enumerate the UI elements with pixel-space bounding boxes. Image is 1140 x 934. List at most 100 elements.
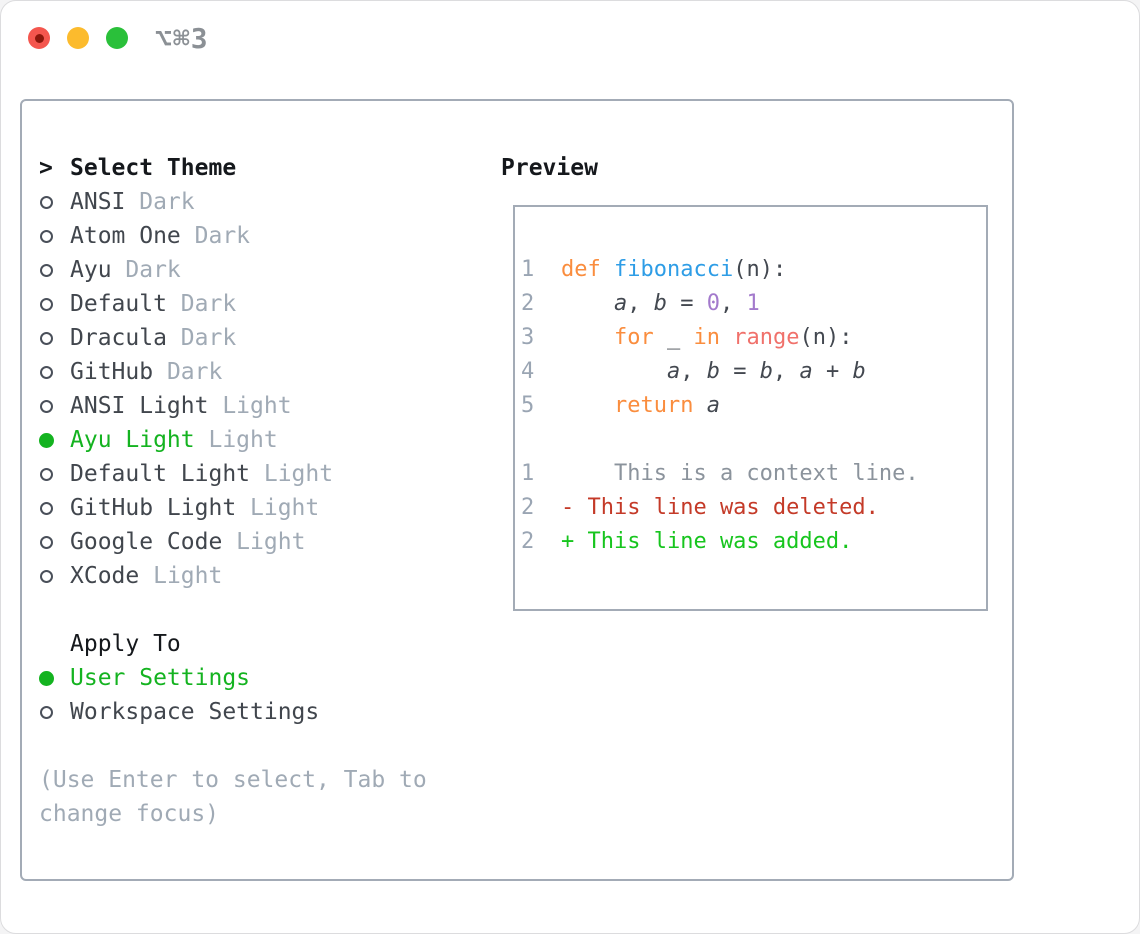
option-label: Dracula (70, 325, 167, 351)
code-token-plain: , (627, 291, 654, 316)
line-number: 3 (521, 325, 535, 350)
zoom-button[interactable] (106, 27, 128, 49)
code-token-plain: + (812, 359, 853, 384)
line-number: 2 (521, 291, 535, 316)
theme-option-dracula[interactable]: Dracula Dark (39, 321, 427, 355)
code-token-added: + This line was added. (561, 529, 853, 554)
code-token-plain (561, 461, 614, 486)
radio-circle (40, 569, 53, 583)
hint-line: (Use Enter to select, Tab to (39, 767, 427, 793)
option-label: GitHub (70, 359, 154, 385)
code-token-constant: 1 (746, 291, 760, 316)
radio-circle (40, 535, 53, 549)
code-token-variable: a (706, 393, 720, 418)
radio-icon (39, 229, 54, 244)
spacer (39, 729, 427, 763)
apply-option-user-settings[interactable]: User Settings (39, 661, 427, 695)
theme-option-github-light[interactable]: GitHub Light Light (39, 491, 427, 525)
radio-icon (39, 365, 54, 380)
code-line: 2- This line was deleted. (521, 491, 986, 525)
code-token-variable: a (613, 291, 628, 316)
code-line: 4 a, b = b, a + b (521, 355, 986, 389)
radio-circle (40, 195, 53, 209)
theme-option-ansi-light[interactable]: ANSI Light Light (39, 389, 427, 423)
code-token-context: This is a context line. (613, 461, 919, 486)
code-token-deleted: - This line was deleted. (561, 495, 879, 520)
option-label: ANSI (70, 189, 126, 215)
code-token-plain (720, 325, 733, 350)
radio-circle (40, 331, 53, 345)
code-token-variable: b (759, 359, 773, 384)
theme-option-ayu[interactable]: Ayu Dark (39, 253, 427, 287)
option-label: Google Code (70, 529, 223, 555)
code-token-keyword: def (561, 257, 601, 282)
radio-icon (39, 535, 54, 550)
code-line (521, 423, 986, 457)
code-token-plain: (n): (733, 257, 787, 282)
traffic-lights (28, 27, 128, 49)
theme-option-ansi[interactable]: ANSI Dark (39, 185, 427, 219)
code-token-variable: b (706, 359, 720, 384)
radio-circle (39, 432, 54, 448)
theme-option-atom-one[interactable]: Atom One Dark (39, 219, 427, 253)
radio-icon (39, 467, 54, 482)
code-token-plain (561, 291, 614, 316)
radio-circle (40, 263, 53, 277)
theme-option-google-code[interactable]: Google Code Light (39, 525, 427, 559)
radio-circle (40, 297, 53, 311)
spacer (39, 593, 427, 627)
code-token-plain (561, 325, 614, 350)
code-line: 1 This is a context line. (521, 457, 986, 491)
code-line: 1 def fibonacci(n): (521, 253, 986, 287)
radio-circle (40, 467, 53, 481)
code-token-builtin: range (733, 325, 800, 350)
close-button[interactable] (28, 27, 50, 49)
minimize-button[interactable] (67, 27, 89, 49)
select-theme-header: > Select Theme (39, 151, 427, 185)
code-token-plain: _ (653, 325, 694, 350)
code-line: 2 a, b = 0, 1 (521, 287, 986, 321)
radio-selected-icon (39, 670, 54, 686)
radio-circle (40, 399, 53, 413)
theme-option-default-light[interactable]: Default Light Light (39, 457, 427, 491)
theme-variant-label: Dark (111, 257, 181, 283)
code-token-keyword: return (613, 393, 694, 418)
option-label: Workspace Settings (70, 699, 320, 725)
code-line: 5 return a (521, 389, 986, 423)
radio-circle (40, 229, 53, 243)
theme-option-ayu-light[interactable]: Ayu Light Light (39, 423, 427, 457)
code-token-plain (561, 393, 614, 418)
radio-icon (39, 195, 54, 210)
modified-dot-icon (34, 33, 44, 43)
code-line: 2+ This line was added. (521, 525, 986, 559)
code-line: 3 for _ in range(n): (521, 321, 986, 355)
radio-icon (39, 331, 54, 346)
apply-option-workspace-settings[interactable]: Workspace Settings (39, 695, 427, 729)
line-number: 1 (521, 257, 535, 282)
titlebar: ⌥⌘3 (1, 1, 1139, 75)
select-theme-label: Select Theme (70, 155, 237, 181)
radio-circle (40, 365, 53, 379)
theme-variant-label: Light (236, 495, 320, 521)
theme-option-xcode[interactable]: XCode Light (39, 559, 427, 593)
option-label: Ayu Light (70, 427, 195, 453)
radio-icon (39, 501, 54, 516)
theme-option-default[interactable]: Default Dark (39, 287, 427, 321)
option-label: GitHub Light (70, 495, 237, 521)
option-label: Default Light (70, 461, 251, 487)
theme-variant-label: Light (208, 393, 292, 419)
radio-icon (39, 705, 54, 720)
theme-variant-label: Dark (166, 291, 237, 317)
code-token-plain: , (772, 359, 800, 384)
theme-option-github[interactable]: GitHub Dark (39, 355, 427, 389)
code-token-keyword: for (613, 325, 654, 350)
theme-variant-label: Light (250, 461, 334, 487)
code-token-function: fibonacci (614, 257, 734, 282)
option-label: Atom One (70, 223, 181, 249)
code-token-plain: = (666, 291, 707, 316)
radio-icon (39, 263, 54, 278)
